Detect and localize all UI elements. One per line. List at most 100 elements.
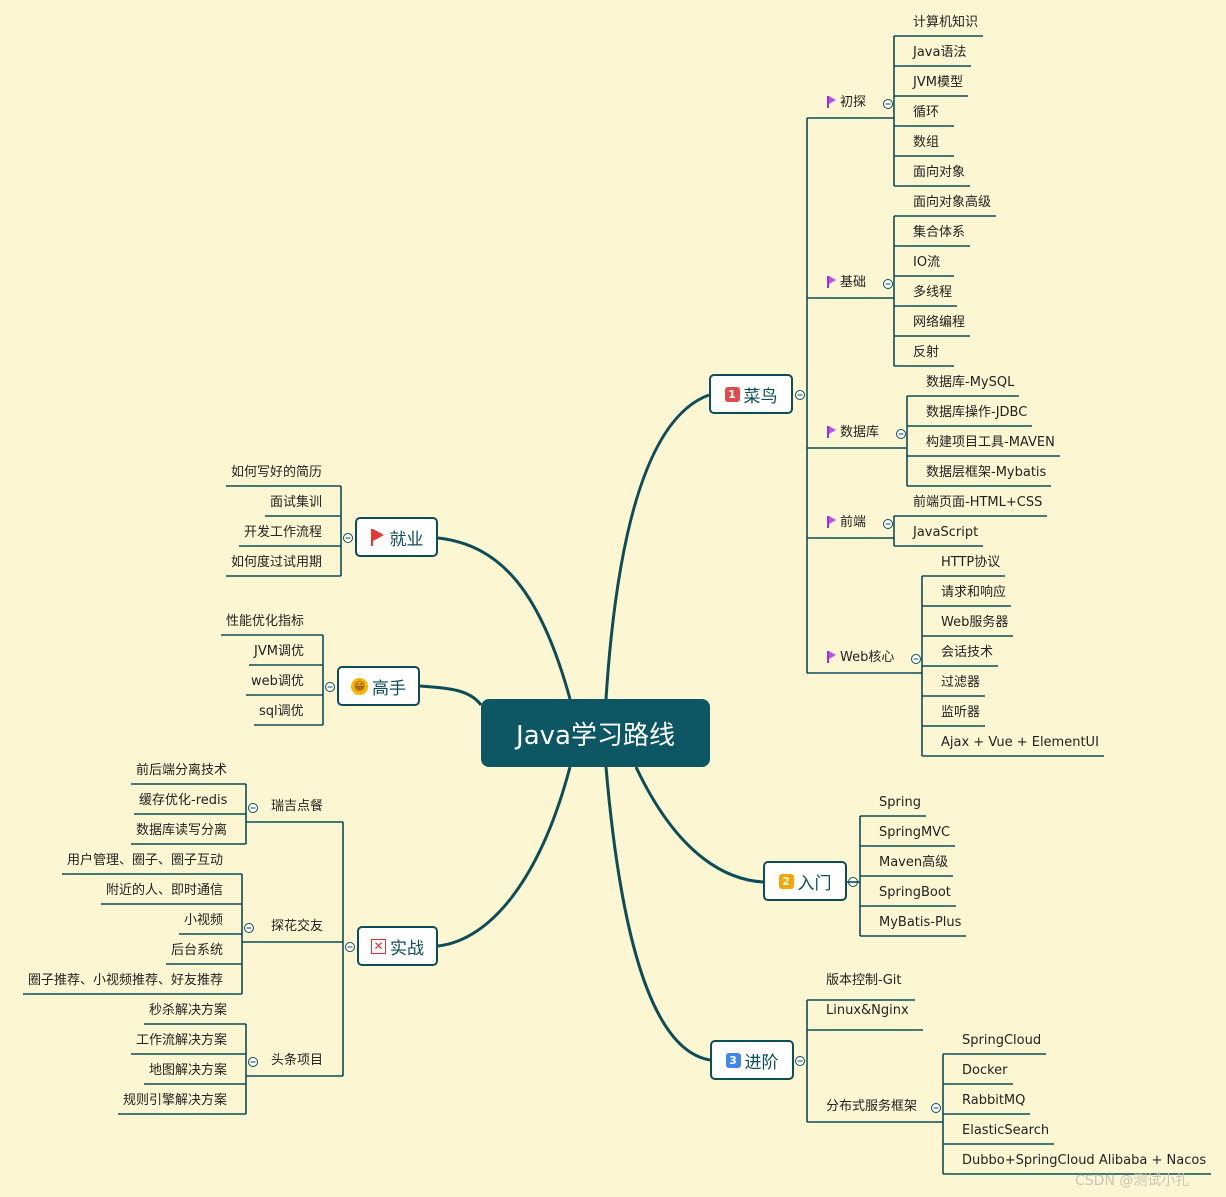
leaf-topic[interactable]: JavaScript bbox=[913, 525, 979, 540]
leaf-topic[interactable]: 请求和响应 bbox=[941, 585, 1007, 600]
leaf-topic[interactable]: 反射 bbox=[913, 345, 940, 360]
leaf-topic[interactable]: Maven高级 bbox=[879, 855, 949, 870]
leaf-topic[interactable]: 版本控制-Git bbox=[826, 973, 902, 988]
leaf-topic[interactable]: 监听器 bbox=[941, 705, 981, 720]
leaf-topic[interactable]: ElasticSearch bbox=[962, 1123, 1050, 1138]
leaf-topic[interactable]: Dubbo+SpringCloud Alibaba + Nacos bbox=[962, 1153, 1207, 1168]
subtopic-shizhan-2[interactable]: 头条项目 bbox=[271, 1053, 324, 1068]
leaf-topic[interactable]: 循环 bbox=[913, 105, 940, 120]
leaf-topic[interactable]: 面向对象 bbox=[913, 165, 966, 180]
leaf-topic[interactable]: 如何写好的简历 bbox=[231, 465, 323, 480]
leaf-topic[interactable]: web调优 bbox=[251, 674, 304, 689]
leaf-topic[interactable]: 过滤器 bbox=[941, 675, 981, 690]
root-node[interactable]: Java学习路线 bbox=[481, 699, 710, 767]
branch-shizhan[interactable]: ✕实战 bbox=[357, 926, 438, 966]
leaf-topic[interactable]: 集合体系 bbox=[913, 225, 966, 240]
leaf-topic[interactable]: 数据层框架-Mybatis bbox=[926, 465, 1047, 480]
leaf-topic[interactable]: Web服务器 bbox=[941, 615, 1009, 630]
flag-icon bbox=[827, 276, 836, 288]
leaf-topic[interactable]: 用户管理、圈子、圈子互动 bbox=[67, 853, 224, 868]
grin-face-icon: 😁 bbox=[351, 677, 368, 695]
badge-2-icon: 2 bbox=[778, 873, 794, 889]
leaf-topic[interactable]: 开发工作流程 bbox=[244, 525, 323, 540]
root-curve-shizhan bbox=[437, 766, 572, 948]
leaf-topic[interactable]: Ajax + Vue + ElementUI bbox=[941, 735, 1099, 750]
leaf-topic[interactable]: 面试集训 bbox=[270, 495, 323, 510]
leaf-topic[interactable]: 多线程 bbox=[913, 285, 953, 300]
leaf-topic[interactable]: SpringMVC bbox=[879, 825, 951, 840]
subtopic-2[interactable]: 数据库 bbox=[827, 424, 879, 442]
flag-icon bbox=[827, 426, 836, 438]
flag-icon bbox=[827, 516, 836, 528]
branch-label: 菜鸟 bbox=[743, 386, 778, 407]
leaf-topic[interactable]: 后台系统 bbox=[171, 943, 224, 958]
leaf-topic[interactable]: 构建项目工具-MAVEN bbox=[926, 435, 1055, 450]
subtopic-label: 数据库 bbox=[840, 425, 880, 440]
leaf-topic[interactable]: sql调优 bbox=[259, 704, 304, 719]
leaf-topic[interactable]: 数据库-MySQL bbox=[926, 375, 1015, 390]
root-curve-jinjie bbox=[604, 766, 711, 1062]
branch-label: 进阶 bbox=[744, 1052, 779, 1073]
subtopic-1[interactable]: 基础 bbox=[827, 274, 866, 292]
flag-icon bbox=[827, 651, 836, 663]
subtopic-3[interactable]: 前端 bbox=[827, 514, 866, 532]
red-flag-icon bbox=[370, 529, 384, 546]
leaf-topic[interactable]: 面向对象高级 bbox=[913, 195, 992, 210]
leaf-topic[interactable]: 计算机知识 bbox=[913, 15, 979, 30]
leaf-topic[interactable]: IO流 bbox=[913, 255, 941, 270]
branch-jiuye[interactable]: 就业 bbox=[355, 517, 438, 557]
leaf-topic[interactable]: JVM模型 bbox=[913, 75, 963, 90]
branch-label: 实战 bbox=[390, 938, 424, 959]
leaf-topic[interactable]: 附近的人、即时通信 bbox=[106, 883, 224, 898]
branch-label: 就业 bbox=[389, 529, 424, 550]
x-box-icon: ✕ bbox=[371, 938, 386, 954]
leaf-topic[interactable]: Java语法 bbox=[913, 45, 967, 60]
leaf-topic[interactable]: SpringBoot bbox=[879, 885, 951, 900]
leaf-topic[interactable]: JVM调优 bbox=[254, 644, 304, 659]
leaf-topic[interactable]: 数据库读写分离 bbox=[136, 823, 228, 838]
leaf-topic[interactable]: 小视频 bbox=[184, 913, 224, 928]
leaf-topic[interactable]: 地图解决方案 bbox=[149, 1063, 228, 1078]
leaf-topic[interactable]: 前端页面-HTML+CSS bbox=[913, 495, 1043, 510]
root-title: Java学习路线 bbox=[516, 720, 675, 751]
leaf-topic[interactable]: Docker bbox=[962, 1063, 1008, 1078]
leaf-topic[interactable]: 秒杀解决方案 bbox=[149, 1003, 228, 1018]
subtopic-0[interactable]: 初探 bbox=[827, 94, 866, 112]
subtopic-shizhan-1[interactable]: 探花交友 bbox=[271, 919, 324, 934]
leaf-topic[interactable]: 工作流解决方案 bbox=[136, 1033, 228, 1048]
subtopic-label: 基础 bbox=[840, 275, 867, 290]
subtopic-label: Web核心 bbox=[840, 650, 895, 665]
leaf-topic[interactable]: MyBatis-Plus bbox=[879, 915, 962, 930]
leaf-topic[interactable]: 缓存优化-redis bbox=[139, 793, 228, 808]
branch-gaoshou[interactable]: 😁高手 bbox=[337, 666, 420, 706]
branch-label: 高手 bbox=[372, 678, 406, 699]
badge-3-icon: 3 bbox=[725, 1052, 741, 1068]
leaf-topic[interactable]: HTTP协议 bbox=[941, 555, 1001, 570]
badge-1-icon: 1 bbox=[724, 386, 740, 402]
leaf-topic[interactable]: SpringCloud bbox=[962, 1033, 1042, 1048]
leaf-topic[interactable]: Spring bbox=[879, 795, 921, 810]
leaf-topic[interactable]: 会话技术 bbox=[941, 645, 994, 660]
leaf-topic[interactable]: 规则引擎解决方案 bbox=[123, 1093, 228, 1108]
subtopic-distributed[interactable]: 分布式服务框架 bbox=[826, 1099, 918, 1114]
leaf-topic[interactable]: 数组 bbox=[913, 135, 940, 150]
subtopic-4[interactable]: Web核心 bbox=[827, 649, 894, 667]
subtopic-label: 初探 bbox=[840, 95, 867, 110]
leaf-topic[interactable]: 网络编程 bbox=[913, 315, 966, 330]
leaf-topic[interactable]: Linux&Nginx bbox=[826, 1003, 909, 1018]
leaf-topic[interactable]: RabbitMQ bbox=[962, 1093, 1026, 1108]
root-curve-rumen bbox=[634, 766, 764, 884]
leaf-topic[interactable]: 前后端分离技术 bbox=[136, 763, 228, 778]
root-curve-gaoshou bbox=[419, 684, 483, 706]
subtopic-label: 前端 bbox=[840, 515, 867, 530]
leaf-topic[interactable]: 性能优化指标 bbox=[226, 614, 305, 629]
subtopic-shizhan-0[interactable]: 瑞吉点餐 bbox=[271, 799, 324, 814]
leaf-topic[interactable]: 数据库操作-JDBC bbox=[926, 405, 1028, 420]
leaf-topic[interactable]: 圈子推荐、小视频推荐、好友推荐 bbox=[28, 973, 224, 988]
leaf-topic[interactable]: 如何度过试用期 bbox=[231, 555, 323, 570]
